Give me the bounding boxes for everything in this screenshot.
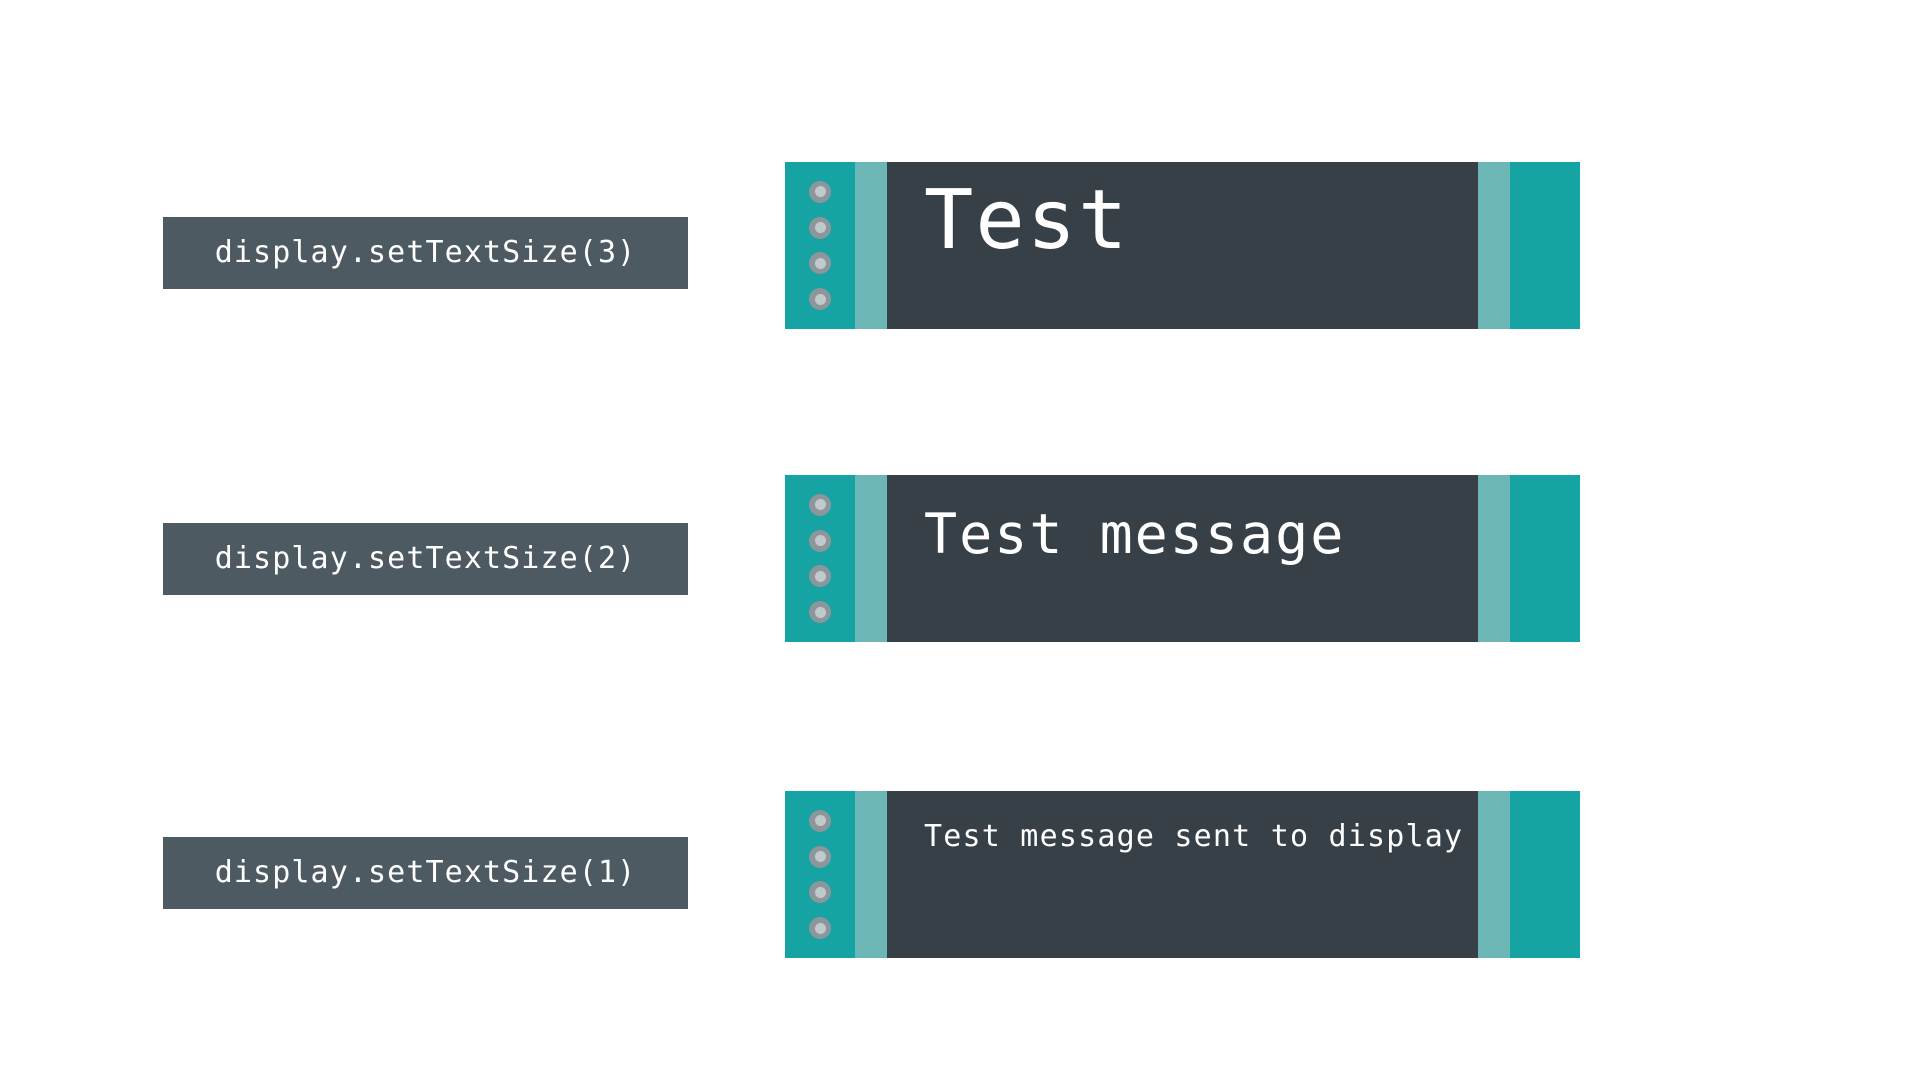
screen-text-2: Test message [924,502,1346,566]
oled-screen-2: Test message [887,475,1478,642]
oled-display-board-3: Test [785,162,1580,329]
mounting-hole-icon [809,216,831,239]
board-left-stripe-1 [855,791,887,958]
mounting-hole-icon [809,917,831,940]
board-right-edge-3 [1510,162,1580,329]
mounting-hole-icon [809,529,831,552]
screen-text-1: Test message sent to display [924,819,1464,854]
code-label-text-size-1: display.setTextSize(1) [163,837,688,909]
mounting-hole-icon [809,288,831,311]
mounting-hole-icon [809,565,831,588]
board-right-edge-1 [1510,791,1580,958]
board-left-edge-2 [785,475,855,642]
oled-display-board-1: Test message sent to display [785,791,1580,958]
mounting-hole-icon [809,881,831,904]
board-right-stripe-2 [1478,475,1510,642]
oled-screen-3: Test [887,162,1478,329]
board-right-stripe-1 [1478,791,1510,958]
code-label-text-size-2: display.setTextSize(2) [163,523,688,595]
mounting-hole-icon [809,493,831,516]
mounting-hole-icon [809,601,831,624]
mounting-hole-icon [809,252,831,275]
mounting-hole-icon [809,809,831,832]
oled-screen-1: Test message sent to display [887,791,1478,958]
board-left-edge-1 [785,791,855,958]
board-left-stripe-2 [855,475,887,642]
board-right-stripe-3 [1478,162,1510,329]
code-label-text-size-3: display.setTextSize(3) [163,217,688,289]
mounting-hole-icon [809,180,831,203]
demo-row-text-size-1: display.setTextSize(1) Test message sent… [0,789,1920,959]
screen-text-3: Test [924,173,1130,268]
mounting-hole-icon [809,845,831,868]
demo-row-text-size-3: display.setTextSize(3) Test [0,160,1920,330]
board-left-stripe-3 [855,162,887,329]
board-left-edge-3 [785,162,855,329]
demo-row-text-size-2: display.setTextSize(2) Test message [0,473,1920,643]
board-right-edge-2 [1510,475,1580,642]
oled-display-board-2: Test message [785,475,1580,642]
